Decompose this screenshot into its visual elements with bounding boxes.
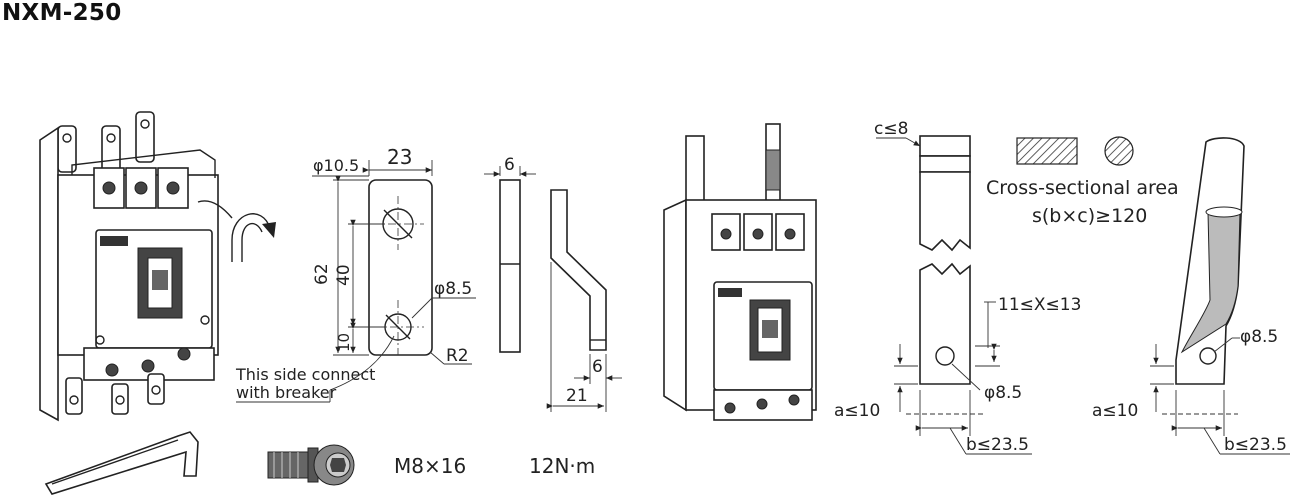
cross-section-line2: s(b×c)≥120 — [1032, 205, 1147, 227]
breaker-illustration-right — [663, 123, 817, 421]
bolt — [267, 444, 355, 486]
plate-height-label: 62 — [312, 263, 332, 285]
busbar-thickness-label: c≤8 — [874, 119, 908, 139]
connection-plate — [236, 160, 476, 403]
busbar-drawing — [876, 135, 1032, 455]
plate-bottom-hole-label: φ8.5 — [434, 279, 472, 299]
allen-key — [44, 431, 199, 495]
lug-b-label: b≤23.5 — [1224, 435, 1287, 455]
bent-bar-offset-label: 21 — [566, 386, 588, 406]
cable-lug — [1150, 137, 1290, 455]
bent-bar-thickness-label: 6 — [592, 357, 603, 377]
plate-width-label: 23 — [387, 145, 412, 169]
busbar-hole-label: φ8.5 — [984, 383, 1022, 403]
plate-radius-label: R2 — [446, 346, 469, 366]
plate-note-line1: This side connect — [235, 365, 375, 384]
busbar-a-label: a≤10 — [834, 401, 880, 421]
lug-hole-label: φ8.5 — [1240, 327, 1278, 347]
plate-top-hole-label: φ10.5 — [313, 156, 359, 175]
lug-a-label: a≤10 — [1092, 401, 1138, 421]
bar-thickness-label: 6 — [504, 155, 515, 175]
bent-bar — [546, 189, 622, 412]
bar-side-view — [484, 166, 536, 353]
cross-section-line1: Cross-sectional area — [986, 177, 1179, 199]
plate-note-line2: with breaker — [236, 383, 337, 402]
plate-hole-spacing-label: 40 — [334, 264, 354, 286]
busbar-x-label: 11≤X≤13 — [998, 295, 1081, 315]
model-title: NXM-250 — [2, 0, 122, 26]
cross-section-symbols — [1016, 136, 1134, 166]
torque-label: 12N·m — [529, 454, 595, 478]
busbar-b-label: b≤23.5 — [966, 435, 1029, 455]
breaker-illustration-left — [39, 111, 276, 422]
plate-edge-offset-label: 10 — [335, 333, 353, 352]
bolt-size-label: M8×16 — [394, 454, 466, 478]
